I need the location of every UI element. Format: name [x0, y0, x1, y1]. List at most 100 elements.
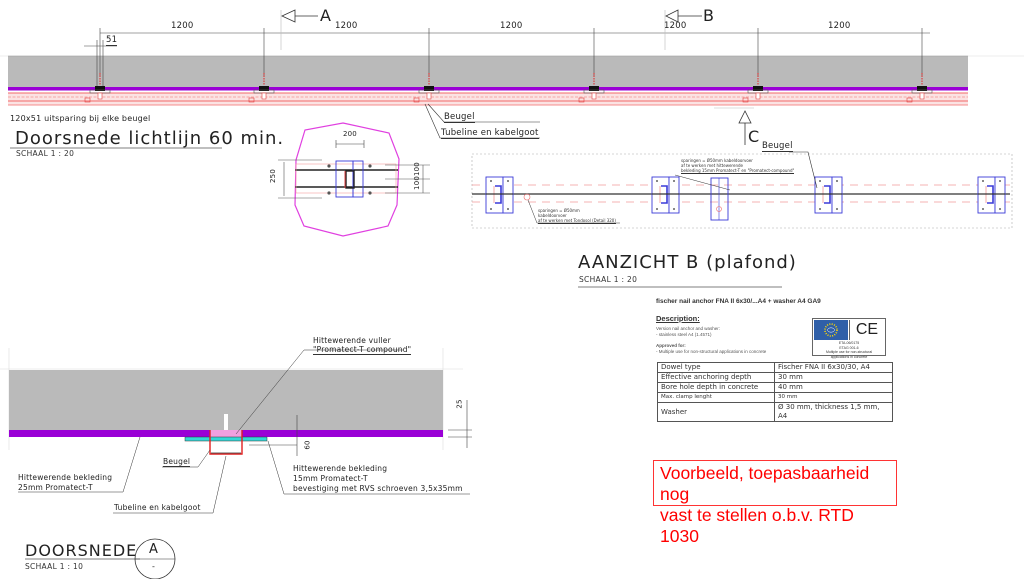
spec-key: Washer	[657, 402, 775, 422]
spec-key: Bore hole depth in concrete	[657, 382, 775, 393]
cert-caption: ETA-06/0175 ETAG 001-6 Multiple use for …	[814, 341, 884, 359]
scale-label: SCHAAL 1 : 20	[16, 149, 75, 158]
section-marker-c[interactable]: C	[748, 127, 760, 146]
callout-beugel-viewb: Beugel	[762, 141, 793, 152]
callout-beugel: Beugel	[444, 112, 475, 123]
dimension-label: 1200	[664, 21, 687, 31]
bracket-plan	[977, 176, 1006, 214]
section-arrow-c-icon	[738, 110, 752, 124]
dim-25: 25	[455, 399, 464, 409]
center-plate	[710, 177, 729, 221]
warning-note: Voorbeeld, toepasbaarheid nog vast te st…	[653, 460, 897, 546]
approved-line: - Multiple use for non-structural applic…	[656, 349, 767, 354]
note-line: af te werken met Tondosol (Detail 320)	[538, 218, 616, 224]
callout-line: 15mm Promatect-T	[293, 474, 368, 483]
warning-line: Voorbeeld, toepasbaarheid nog	[660, 463, 870, 504]
longitudinal-section	[0, 9, 1024, 149]
spec-value: Ø 30 mm, thickness 1,5 mm, A4	[774, 402, 893, 422]
notch-note: 120x51 uitsparing bij elke beugel	[10, 114, 151, 123]
dim-60: 60	[303, 440, 312, 450]
note-line: kabeldoorvoer	[538, 213, 567, 218]
drawing-title-doorsnede: DOORSNEDE	[25, 541, 138, 560]
approved-label: Approved for:	[656, 343, 686, 348]
concrete-slab	[8, 56, 968, 87]
ceiling-view-b	[471, 151, 1013, 288]
detail-dim-width: 200	[343, 130, 357, 138]
cross-section-a	[0, 348, 472, 579]
cert-line: applications in concrete	[830, 354, 868, 359]
note-line: sparingen = Ø50mm	[538, 208, 580, 213]
spec-key: Effective anchoring depth	[657, 372, 775, 383]
callout-cladding-15: Hittewerende bekleding 15mm Promatect-T …	[293, 464, 463, 494]
fire-filler	[210, 430, 242, 437]
callout-line: Hittewerende vuller	[313, 336, 391, 345]
detail-dim-right: 100100	[412, 162, 421, 190]
bracket-anchor	[84, 28, 111, 103]
spec-key: Dowel type	[657, 362, 775, 373]
bracket-plan	[651, 176, 680, 214]
detail-dim-height: 250	[268, 169, 277, 183]
bracket-anchor	[906, 28, 933, 103]
drawing-title-lichtlijn: Doorsnede lichtlijn 60 min.	[15, 128, 285, 149]
bracket	[209, 430, 243, 455]
scale-label: SCHAAL 1 : 20	[579, 275, 638, 284]
callout-line: Hittewerende bekleding	[18, 473, 113, 482]
eu-flag-icon	[814, 320, 848, 340]
cert-line: Multiple use for non-structural	[825, 350, 873, 354]
bracket-plan	[485, 176, 514, 214]
section-marker-b[interactable]: B	[703, 6, 714, 25]
anchor-spec-card: fischer nail anchor FNA II 6x30/...A4 + …	[656, 298, 892, 438]
section-marker-a[interactable]: A	[320, 6, 331, 25]
fire-cladding-strip	[8, 87, 968, 91]
cert-line: ETA-06/0175	[838, 341, 860, 345]
spec-key: Max. clamp lenght	[657, 392, 775, 403]
callout-cladding-25: Hittewerende bekleding 25mm Promatect-T	[18, 473, 112, 493]
spec-value: 40 mm	[774, 382, 893, 393]
bracket-anchor	[742, 28, 769, 103]
callout-beugel-a: Beugel	[163, 457, 191, 467]
section-sub: -	[152, 562, 155, 571]
small-dimension-label: 51	[106, 35, 118, 46]
dimension-label: 1200	[335, 21, 358, 31]
spec-value: 30 mm	[774, 372, 893, 383]
section-arrow-a-icon	[281, 9, 296, 23]
bracket-anchor	[413, 28, 440, 103]
callout-line: Hittewerende bekleding	[293, 464, 388, 473]
callout-line: bevestiging met RVS schroeven 3,5x35mm	[293, 484, 463, 493]
anchor-heading: fischer nail anchor FNA II 6x30/...A4 + …	[656, 298, 821, 305]
spec-value: Fischer FNA II 6x30/30, A4	[774, 362, 893, 373]
description-line: Version nail anchor and washer:	[656, 326, 721, 331]
tubeline-strip	[8, 92, 968, 106]
spec-value: 30 mm	[774, 392, 893, 403]
certification-badge: CE ETA-06/0175 ETAG 001-6 Multiple use f…	[812, 318, 886, 359]
note-cable-passage-top: sparingen = Ø50mm kabeldoorvoer af te we…	[681, 158, 795, 174]
callout-tubeline-a: Tubeline en kabelgoot	[114, 503, 201, 512]
cert-line: ETAG 001-6	[839, 345, 859, 350]
description-line: - stainless steel A4 (1.4571)	[656, 332, 712, 337]
section-letter: A	[149, 542, 158, 557]
note-line: bekleding 15mm Promatect-T en "Promatect…	[681, 168, 795, 174]
scale-label: SCHAAL 1 : 10	[25, 562, 84, 571]
ce-mark-icon: CE	[849, 320, 884, 340]
dimension-label: 1200	[500, 21, 523, 31]
dimension-label: 1200	[171, 21, 194, 31]
callout-line: "Promatect-T compound"	[313, 345, 412, 355]
note-cable-passage-bottom: sparingen = Ø50mm kabeldoorvoer af te we…	[538, 208, 616, 224]
fire-cladding-15mm-plate	[184, 436, 268, 442]
callout-tubeline: Tubeline en kabelgoot	[441, 128, 539, 139]
callout-line: 25mm Promatect-T	[18, 483, 93, 492]
callout-filler: Hittewerende vuller "Promatect-T compoun…	[313, 336, 412, 355]
drawing-title-aanzicht-b: AANZICHT B (plafond)	[578, 252, 797, 273]
bracket-anchor	[578, 28, 605, 103]
warning-line: vast te stellen o.b.v. RTD 1030	[660, 505, 854, 546]
bracket-anchor	[248, 28, 275, 103]
description-label: Description:	[656, 314, 700, 323]
note-line: sparingen = Ø50mm kabeldoorvoer	[681, 158, 753, 163]
dimension-label: 1200	[828, 21, 851, 31]
